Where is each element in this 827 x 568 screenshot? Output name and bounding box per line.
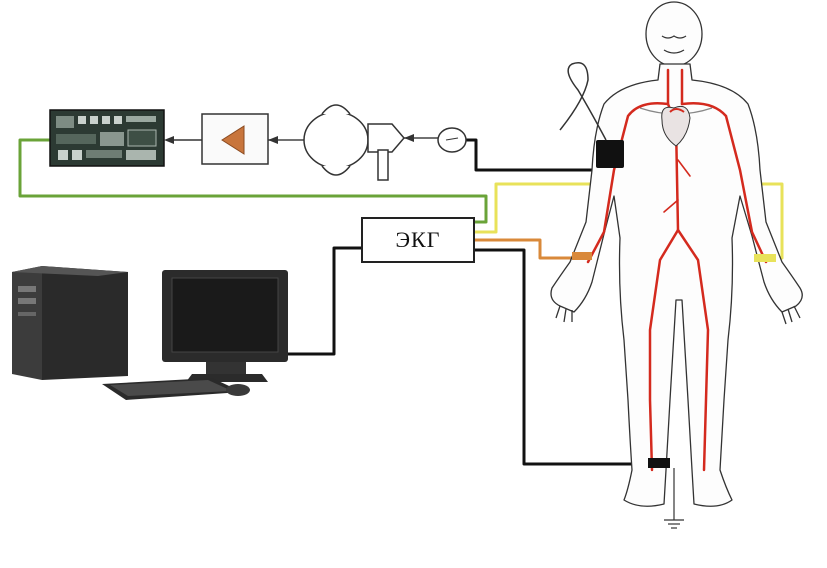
ecg-electrode-icon [572,252,776,468]
arrow-to-board [164,136,174,144]
wire-black-ecg-to-monitor [284,246,362,356]
data-acquisition-board-icon [49,109,165,167]
amplifier-triangle [221,125,245,155]
wire-orange-ecg-to-wrist [474,238,580,260]
wire-green-board-to-ecg [18,138,488,224]
arrows [164,134,414,144]
electrode-right-wrist [754,254,776,262]
wire-black-ecg-to-ankle [474,248,648,466]
electrode-left-wrist [572,252,592,260]
pressure-gauge-icon [437,127,467,153]
cuff-tube [559,62,607,141]
ecg-box [361,217,475,263]
wire-black-gauge-to-cuff [466,138,596,172]
amplifier-icon [201,113,269,165]
keyboard-icon [102,378,242,400]
heart-icon [661,105,691,147]
bp-cuff-icon [559,62,624,168]
arrow-to-amplifier [268,136,278,144]
arrow-to-pump [404,134,414,142]
head [645,1,703,67]
pressure-transducer-pump-icon [303,104,405,181]
ground-symbol-icon [664,468,684,529]
computer-tower-icon [12,266,128,380]
mouse-icon [226,384,250,396]
monitor-icon [162,270,288,382]
electrode-ankle [648,458,670,468]
